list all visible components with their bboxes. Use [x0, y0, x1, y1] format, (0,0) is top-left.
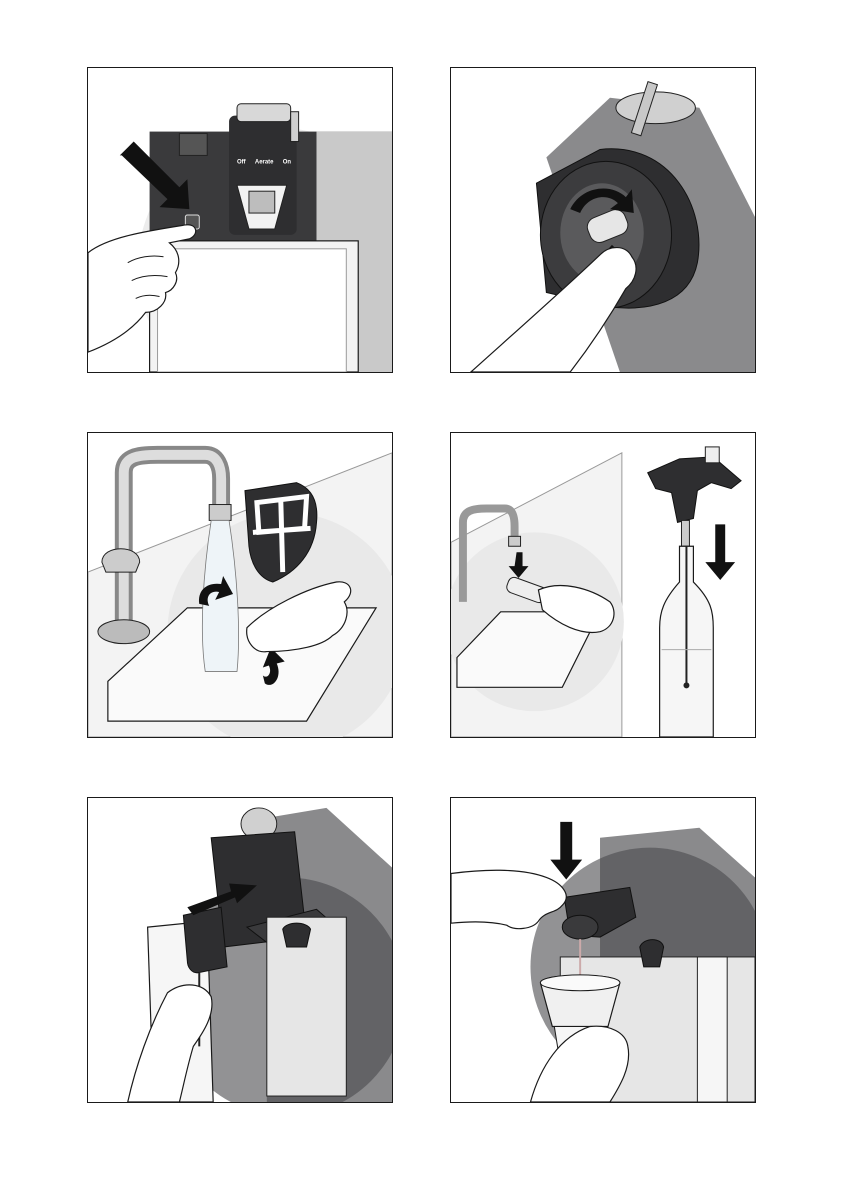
illustration-panel-5 — [87, 797, 393, 1103]
insert-tube-illustration — [451, 433, 755, 737]
aerator-part — [183, 907, 227, 973]
attach-aerator-illustration — [88, 798, 392, 1102]
label-off: Off — [237, 159, 246, 165]
pour-wine-illustration — [451, 798, 755, 1102]
illustration-panel-6 — [450, 797, 756, 1103]
remove-part-illustration — [451, 68, 755, 372]
illustration-panel-1: Off Aerate On — [87, 67, 393, 373]
illustration-panel-2 — [450, 67, 756, 373]
label-aerate: Aerate — [255, 159, 274, 165]
illustration-panel-4 — [450, 432, 756, 738]
label-on: On — [283, 159, 292, 165]
machine-button-illustration: Off Aerate On — [88, 68, 392, 372]
rinse-parts-illustration — [88, 433, 392, 737]
illustration-panel-3 — [87, 432, 393, 738]
